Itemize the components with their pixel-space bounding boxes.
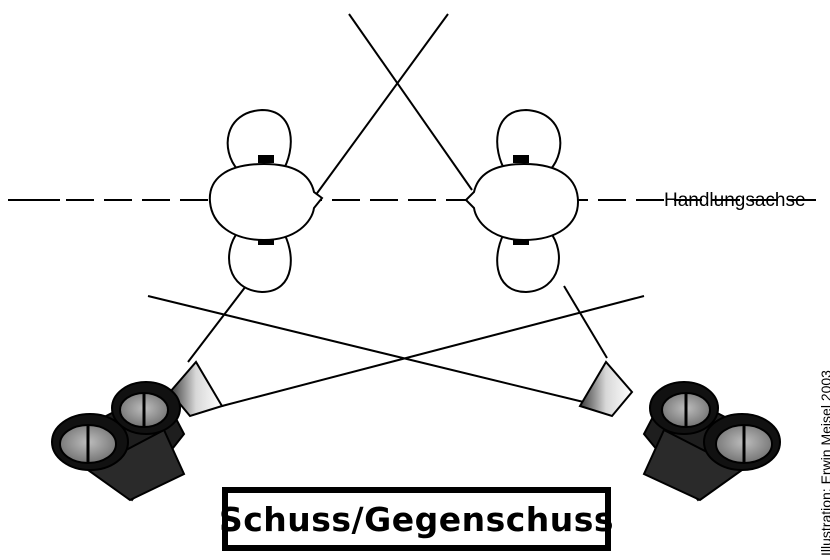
axis-label: Handlungsachse	[664, 190, 806, 211]
sight-lines	[314, 13, 473, 197]
illustration-credit: Illustration: Erwin Meisel 2003	[818, 370, 830, 556]
title-box: Schuss/Gegenschuss	[218, 487, 615, 551]
camera-view-lines	[147, 285, 645, 407]
person-right	[464, 108, 580, 294]
camera-right	[578, 360, 781, 502]
camera-left	[51, 360, 224, 502]
person-left	[208, 108, 324, 294]
diagram-title: Schuss/Gegenschuss	[218, 499, 615, 539]
